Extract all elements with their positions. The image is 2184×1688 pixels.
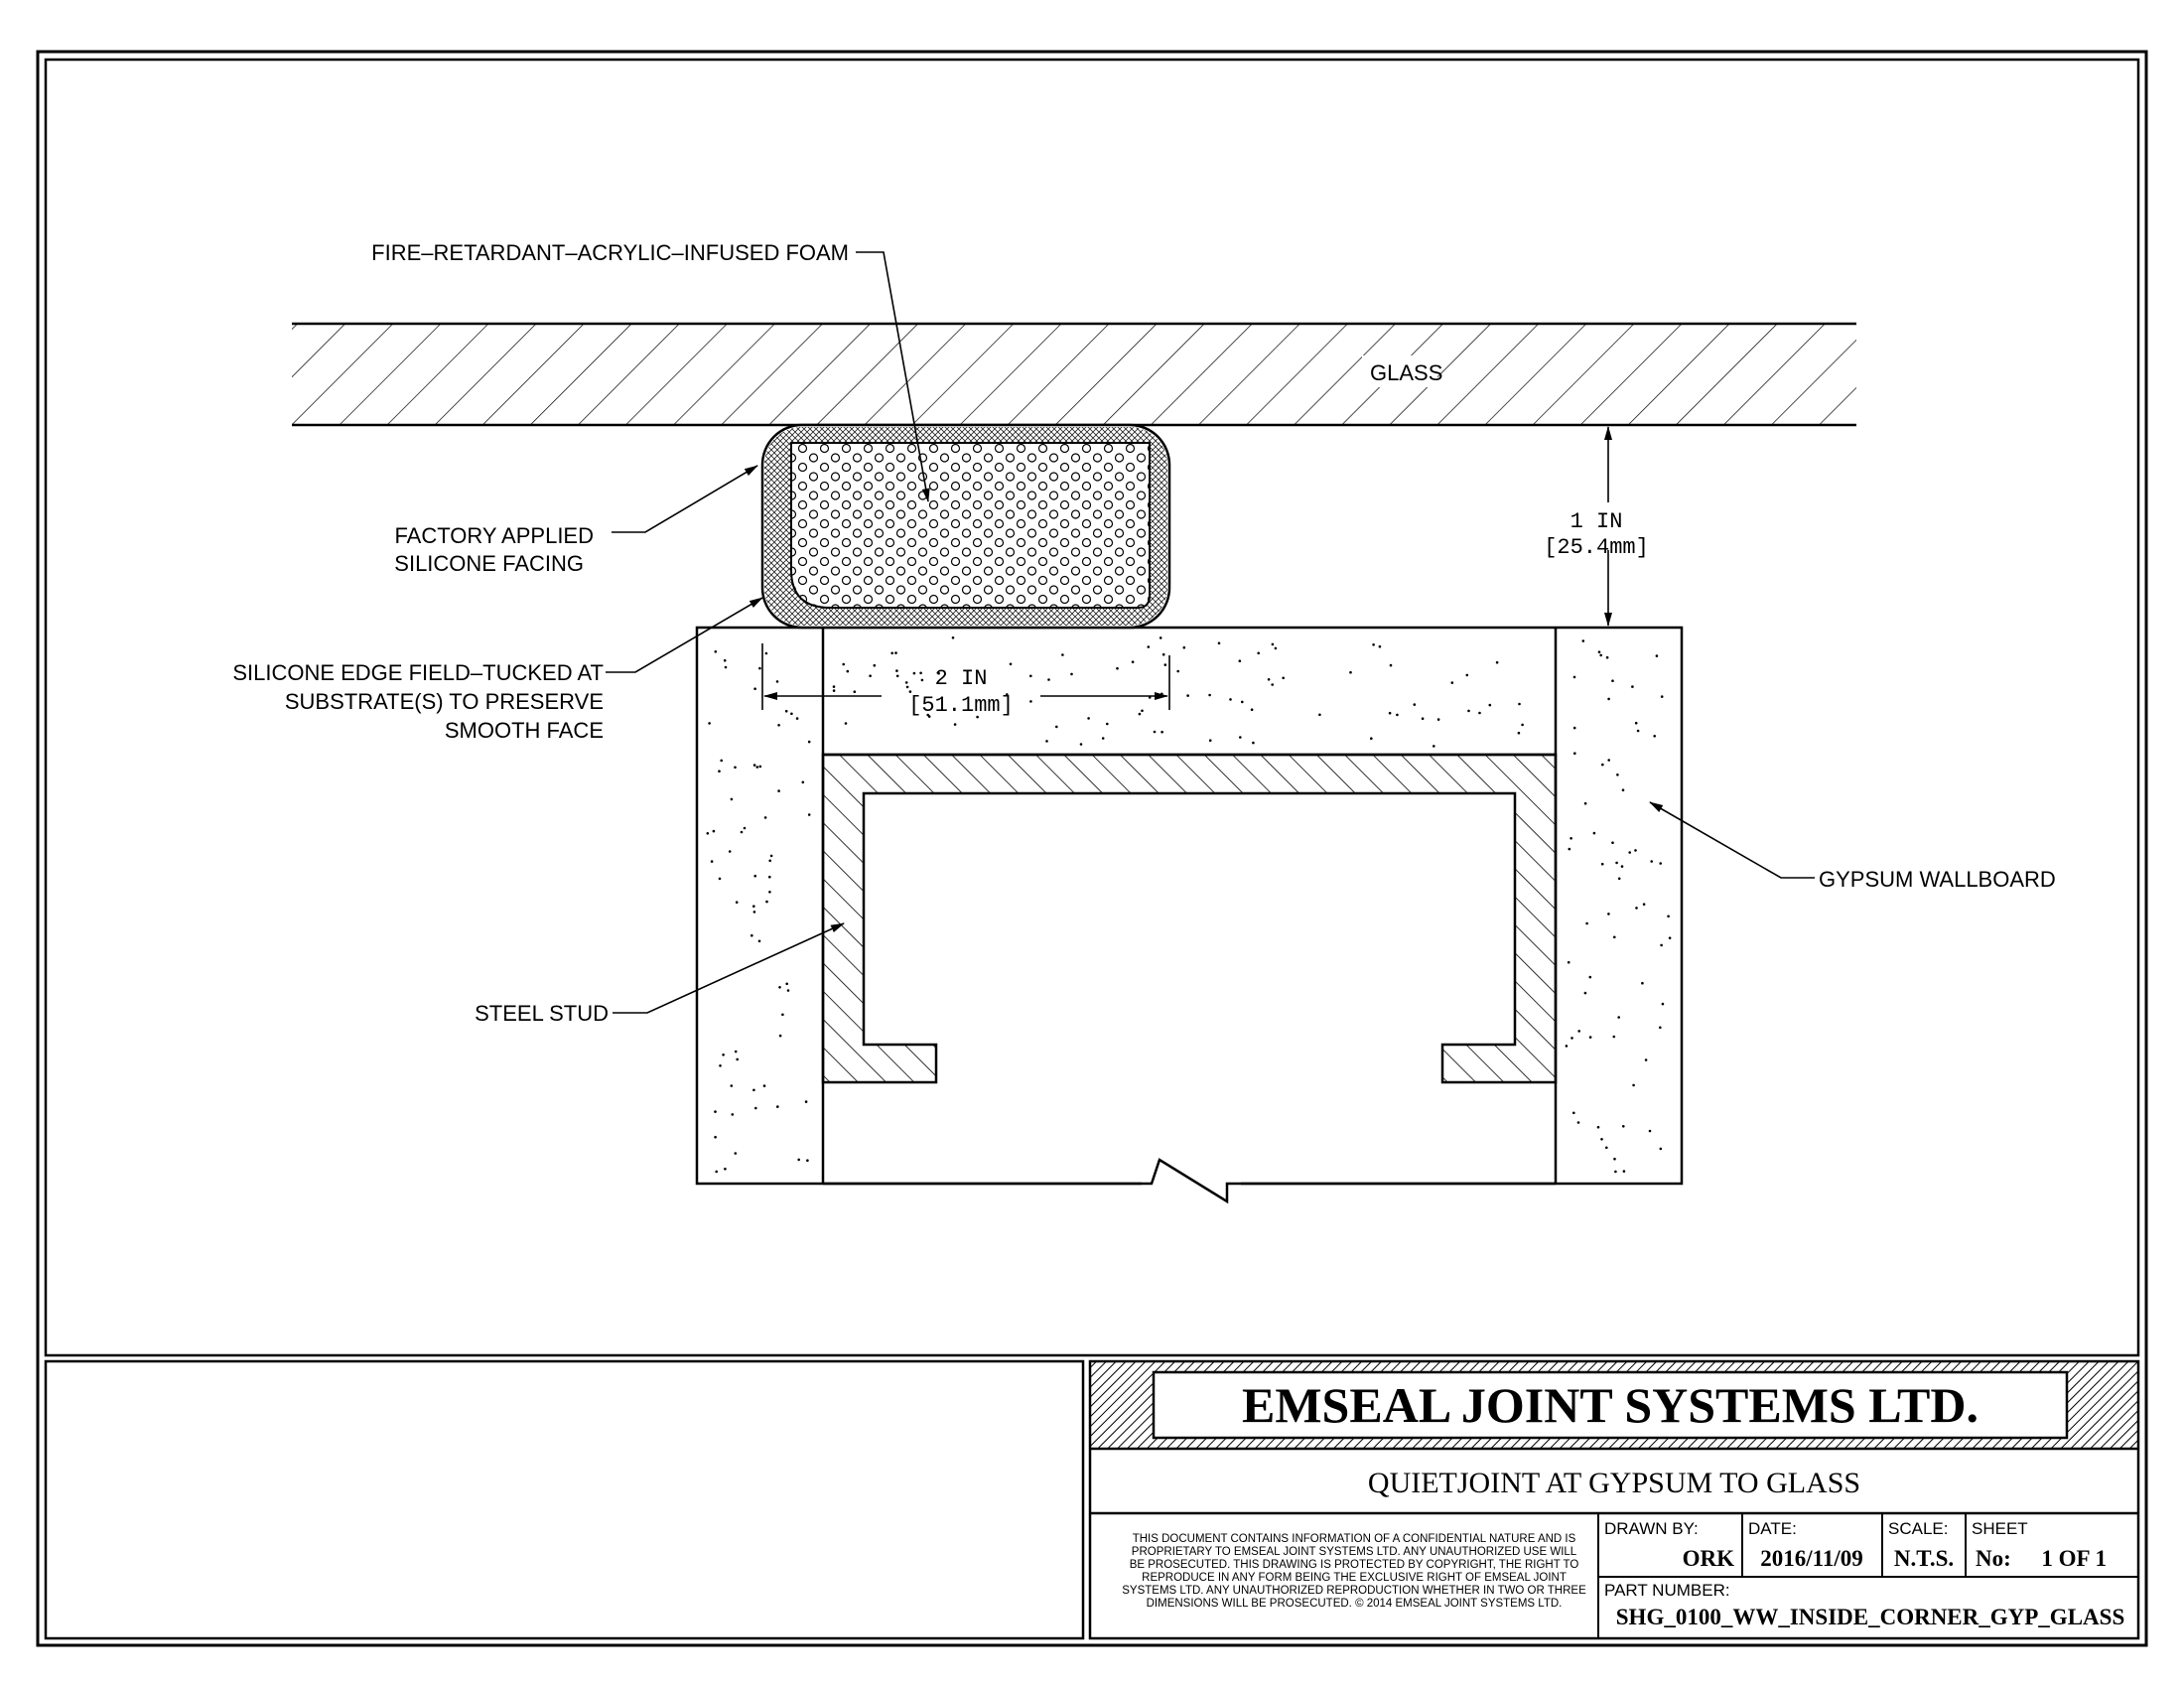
- edge-label-line3: SMOOTH FACE: [445, 718, 604, 743]
- sheet-value: 1 OF 1: [2041, 1546, 2107, 1571]
- date-label: DATE:: [1748, 1519, 1797, 1538]
- drawn-by-value: ORK: [1683, 1546, 1735, 1571]
- foam-label: FIRE–RETARDANT–ACRYLIC–INFUSED FOAM: [371, 240, 849, 265]
- part-number-value: SHG_0100_WW_INSIDE_CORNER_GYP_GLASS: [1616, 1605, 2124, 1629]
- gypsum-label: GYPSUM WALLBOARD: [1819, 867, 2056, 892]
- company-banner: [1090, 1361, 2138, 1451]
- disclaimer: THIS DOCUMENT CONTAINS INFORMATION OF A …: [1122, 1533, 1586, 1610]
- width-dimension-mm: [51.1mm]: [908, 693, 1014, 718]
- disclaimer-line: THIS DOCUMENT CONTAINS INFORMATION OF A …: [1133, 1533, 1576, 1545]
- date-value: 2016/11/09: [1760, 1546, 1863, 1571]
- disclaimer-line: REPRODUCE IN ANY FORM BEING THE EXCLUSIV…: [1142, 1572, 1567, 1584]
- scale-value: N.T.S.: [1894, 1546, 1954, 1571]
- disclaimer-line: BE PROSECUTED. THIS DRAWING IS PROTECTED…: [1130, 1559, 1579, 1571]
- sheet-outer-border: [36, 50, 2148, 1647]
- gap-dimension-in: 1 IN: [1570, 509, 1623, 534]
- break-line: [823, 1158, 1556, 1204]
- steel-stud: [821, 753, 1558, 1084]
- scale-label: SCALE:: [1888, 1519, 1948, 1538]
- width-dimension-in: 2 IN: [935, 666, 988, 691]
- drawn-by-label: DRAWN BY:: [1604, 1519, 1699, 1538]
- quietjoint-seal: [760, 423, 1171, 630]
- gap-dimension-mm: [25.4mm]: [1544, 535, 1649, 560]
- drawing-area-border: [44, 58, 2140, 1357]
- drawing-title: QUIETJOINT AT GYPSUM TO GLASS: [1368, 1467, 1860, 1499]
- glass-panel: [292, 322, 1856, 427]
- notes-box: [44, 1359, 1085, 1640]
- dimension-gap: [1593, 426, 1628, 629]
- stud-label: STEEL STUD: [475, 1001, 609, 1026]
- facing-label-line2: SILICONE FACING: [394, 551, 584, 576]
- sheet-label: SHEET: [1972, 1519, 2028, 1538]
- sheet-no-label: No:: [1976, 1546, 2011, 1571]
- edge-label-line2: SUBSTRATE(S) TO PRESERVE: [285, 689, 604, 714]
- break-mask: [1142, 1172, 1241, 1199]
- disclaimer-line: PROPRIETARY TO EMSEAL JOINT SYSTEMS LTD.…: [1132, 1546, 1577, 1558]
- disclaimer-line: DIMENSIONS WILL BE PROSECUTED. © 2014 EM…: [1147, 1598, 1563, 1610]
- edge-label-line1: SILICONE EDGE FIELD–TUCKED AT: [232, 660, 604, 685]
- dimension-width: [761, 643, 1170, 710]
- glass-label: GLASS: [1370, 360, 1442, 385]
- info-grid: [1597, 1513, 2138, 1638]
- part-number-label: PART NUMBER:: [1604, 1581, 1730, 1600]
- disclaimer-line: SYSTEMS LTD. ANY UNAUTHORIZED REPRODUCTI…: [1122, 1585, 1586, 1597]
- company-name: EMSEAL JOINT SYSTEMS LTD.: [1242, 1377, 1979, 1433]
- leader-lines: [606, 251, 1815, 1014]
- gypsum-speckle-texture: [706, 636, 1672, 1174]
- facing-label-line1: FACTORY APPLIED: [394, 523, 594, 548]
